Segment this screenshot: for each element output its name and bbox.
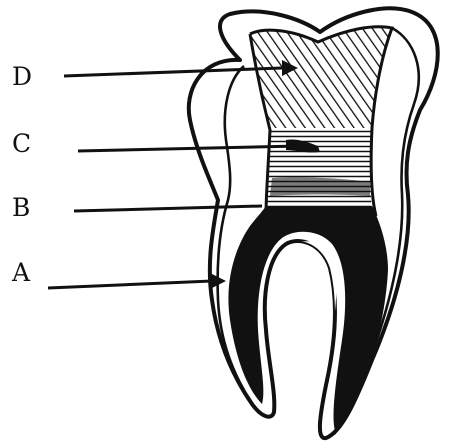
leader-line-a	[48, 281, 212, 288]
label-c: C	[12, 129, 31, 158]
tooth-body	[189, 8, 438, 438]
labels: D C B A	[11, 62, 32, 287]
region-c-hatched	[266, 128, 372, 214]
label-d: D	[12, 62, 32, 91]
label-b: B	[12, 193, 30, 222]
label-a: A	[11, 258, 31, 287]
